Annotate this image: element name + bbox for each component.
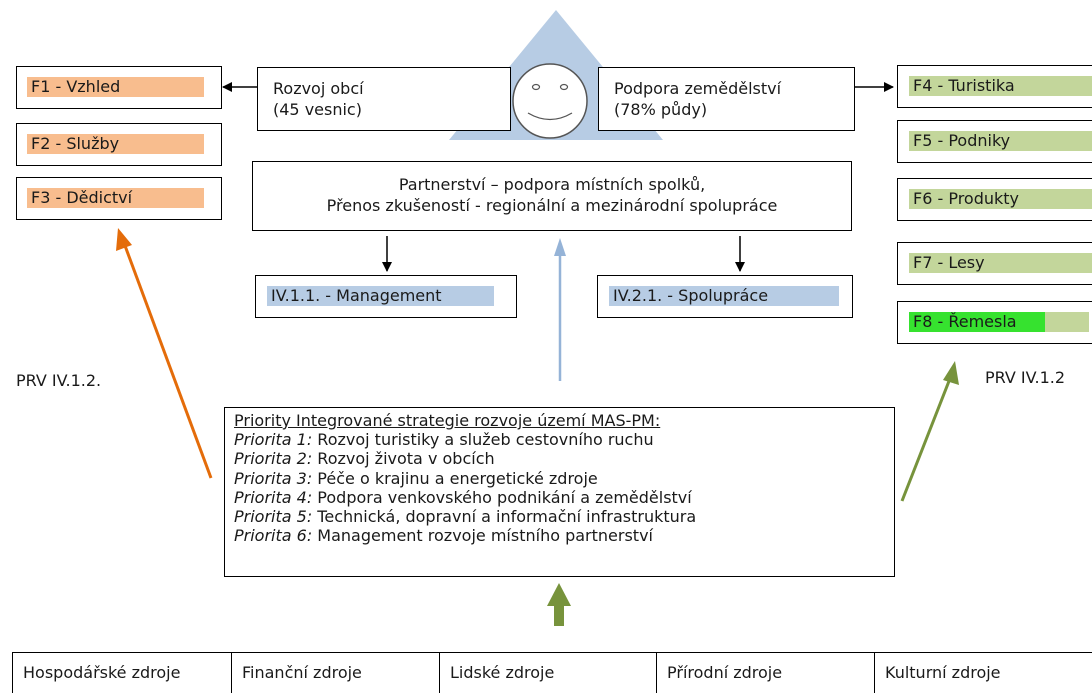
priority-label: Priorita 3: xyxy=(234,468,313,488)
prv-right-label: PRV IV.1.2 xyxy=(985,368,1066,387)
priority-item: Priorita 1: Rozvoj turistiky a služeb ce… xyxy=(234,430,696,449)
resource-cell-financni: Finanční zdroje xyxy=(231,652,439,693)
partnership-line1: Partnerství – podpora místních spolků, xyxy=(398,175,706,194)
priority-text: Rozvoj života v obcích xyxy=(312,449,495,469)
priority-label: Priorita 4: xyxy=(234,487,313,507)
partnership-box xyxy=(252,161,852,231)
spoluprace-label: IV.2.1. - Spolupráce xyxy=(609,286,839,306)
partnership-line2: Přenos zkušeností - regionální a mezinár… xyxy=(326,196,778,215)
priority-text: Technická, dopravní a informační infrast… xyxy=(312,507,697,527)
priority-label: Priorita 5: xyxy=(234,507,313,527)
f8-label-tail xyxy=(1045,312,1089,332)
f3-label: F3 - Dědictví xyxy=(27,188,204,208)
priority-item: Priorita 3: Péče o krajinu a energetické… xyxy=(234,469,696,488)
smiley-face-icon xyxy=(512,63,588,139)
f4-label: F4 - Turistika xyxy=(909,76,1092,96)
agriculture-support-box xyxy=(598,67,855,131)
resource-cell-hospodarske: Hospodářské zdroje xyxy=(12,652,231,693)
priority-text: Podpora venkovského podnikání a zeměděls… xyxy=(312,487,692,507)
resource-cell-kulturni: Kulturní zdroje xyxy=(874,652,1092,693)
agriculture-support-line2: (78% půdy) xyxy=(614,100,708,119)
f6-label: F6 - Produkty xyxy=(909,189,1092,209)
blue-arrow xyxy=(554,238,566,381)
priority-label: Priorita 2: xyxy=(234,449,313,469)
priorities-box xyxy=(224,407,895,577)
management-label: IV.1.1. - Management xyxy=(267,286,494,306)
rural-development-line1: Rozvoj obcí xyxy=(273,79,364,98)
resource-cell-lidske: Lidské zdroje xyxy=(439,652,656,693)
f8-label: F8 - Řemesla xyxy=(909,312,1045,332)
resource-cell-prirodni: Přírodní zdroje xyxy=(656,652,874,693)
green-diagonal-arrow xyxy=(900,361,959,502)
priority-item: Priorita 4: Podpora venkovského podnikán… xyxy=(234,488,696,507)
priority-item: Priorita 5: Technická, dopravní a inform… xyxy=(234,507,696,526)
priority-item: Priorita 2: Rozvoj života v obcích xyxy=(234,449,696,468)
agriculture-support-line1: Podpora zemědělství xyxy=(614,79,782,98)
rural-development-line2: (45 vesnic) xyxy=(273,100,362,119)
f7-label: F7 - Lesy xyxy=(909,253,1092,273)
prv-left-label: PRV IV.1.2. xyxy=(16,371,102,390)
orange-arrow xyxy=(116,228,213,479)
priority-text: Péče o krajinu a energetické zdroje xyxy=(312,468,598,488)
f2-label: F2 - Služby xyxy=(27,134,204,154)
rural-development-box xyxy=(257,67,511,131)
priorities-title: Priority Integrované strategie rozvoje ú… xyxy=(234,411,661,430)
priority-text: Rozvoj turistiky a služeb cestovního ruc… xyxy=(312,430,654,450)
resources-row-border xyxy=(12,652,1092,653)
priorities-list: Priority Integrované strategie rozvoje ú… xyxy=(234,411,696,545)
f5-label: F5 - Podniky xyxy=(909,131,1092,151)
f1-label: F1 - Vzhled xyxy=(27,77,204,97)
priority-text: Management rozvoje místního partnerství xyxy=(312,526,653,546)
priority-item: Priorita 6: Management rozvoje místního … xyxy=(234,526,696,545)
green-up-arrow xyxy=(547,583,571,626)
priority-label: Priorita 1: xyxy=(234,430,313,450)
priority-label: Priorita 6: xyxy=(234,526,313,546)
